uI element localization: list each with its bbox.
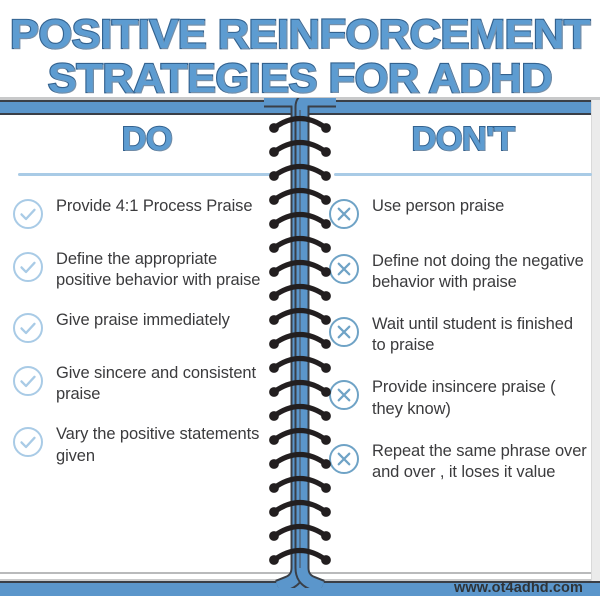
list-item: Define the appropriate positive behavior… bbox=[12, 249, 282, 291]
list-item: Wait until student is finished to praise bbox=[328, 314, 598, 356]
list-item-label: Give sincere and consistent praise bbox=[56, 364, 256, 404]
list-item: Provide insincere praise ( they know) bbox=[328, 377, 598, 419]
page-edge-strip bbox=[591, 100, 600, 581]
check-circle-icon bbox=[12, 251, 44, 283]
footer-website-url[interactable]: www.ot4adhd.com bbox=[453, 580, 583, 596]
column-dont: DON'T Use person praise Define not doing… bbox=[328, 121, 598, 504]
list-item: Use person praise bbox=[328, 196, 598, 230]
list-item: Vary the positive statements given bbox=[12, 424, 282, 466]
cross-circle-icon bbox=[328, 253, 360, 285]
list-item: Repeat the same phrase over and over , i… bbox=[328, 441, 598, 483]
check-circle-icon bbox=[12, 426, 44, 458]
column-do-divider bbox=[18, 173, 276, 176]
check-circle-icon bbox=[12, 198, 44, 230]
list-item-label: Define not doing the negative behavior w… bbox=[372, 252, 584, 292]
cross-circle-icon bbox=[328, 198, 360, 230]
spiral-binding bbox=[262, 98, 338, 588]
cross-circle-icon bbox=[328, 443, 360, 475]
column-do-heading: DO bbox=[121, 120, 174, 157]
cross-circle-icon bbox=[328, 316, 360, 348]
list-item-label: Use person praise bbox=[372, 197, 505, 215]
column-dont-divider bbox=[334, 173, 592, 176]
title-line-2: STRATEGIES FOR ADHD bbox=[47, 55, 554, 101]
check-circle-icon bbox=[12, 365, 44, 397]
title-line-1: POSITIVE REINFORCEMENT bbox=[9, 11, 592, 57]
do-item-list: Provide 4:1 Process Praise Define the ap… bbox=[12, 196, 282, 467]
poster-title: POSITIVE REINFORCEMENT STRATEGIES FOR AD… bbox=[0, 11, 600, 102]
list-item-label: Provide insincere praise ( they know) bbox=[372, 378, 556, 418]
column-do: DO Provide 4:1 Process Praise Define the… bbox=[12, 121, 282, 486]
list-item: Define not doing the negative behavior w… bbox=[328, 251, 598, 293]
list-item-label: Vary the positive statements given bbox=[56, 425, 260, 465]
check-circle-icon bbox=[12, 312, 44, 344]
list-item: Provide 4:1 Process Praise bbox=[12, 196, 282, 230]
cross-circle-icon bbox=[328, 379, 360, 411]
list-item-label: Give praise immediately bbox=[56, 311, 230, 330]
list-item: Give praise immediately bbox=[12, 310, 282, 344]
list-item-label: Wait until student is finished to praise bbox=[372, 315, 573, 355]
column-dont-heading: DON'T bbox=[411, 120, 516, 157]
list-item-label: Provide 4:1 Process Praise bbox=[56, 197, 253, 215]
list-item-label: Repeat the same phrase over and over , i… bbox=[372, 441, 587, 481]
list-item: Give sincere and consistent praise bbox=[12, 363, 282, 405]
list-item-label: Define the appropriate positive behavior… bbox=[56, 250, 261, 290]
dont-item-list: Use person praise Define not doing the n… bbox=[328, 196, 598, 483]
